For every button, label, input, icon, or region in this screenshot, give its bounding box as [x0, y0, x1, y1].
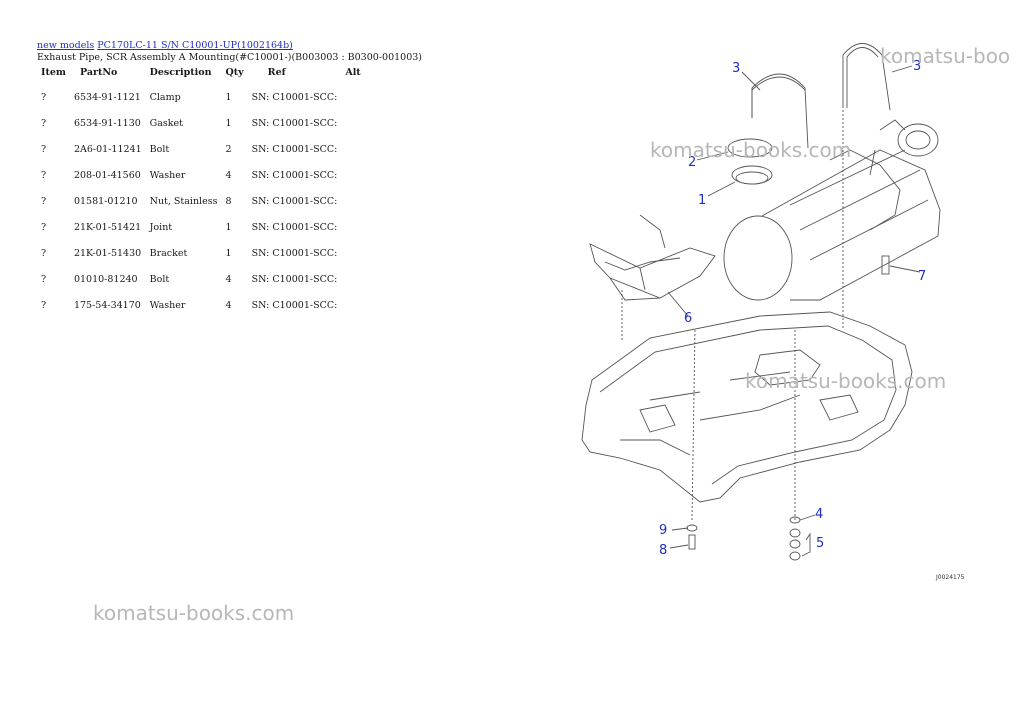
cell-item: ? — [41, 221, 47, 233]
cell-qty: 1 — [225, 247, 232, 259]
cell-partno: 6534-91-1121 — [73, 91, 141, 103]
cell-ref: SN: C10001-SCC: — [251, 143, 338, 155]
table-row: ? 175-54-34170 Washer 4 SN: C10001-SCC: — [37, 292, 365, 318]
cell-item: ? — [41, 117, 47, 129]
table-row: ? 208-01-41560 Washer 4 SN: C10001-SCC: — [37, 162, 365, 188]
table-row: ? 01581-01210 Nut, Stainless 8 SN: C10001-SC… — [37, 188, 365, 214]
column-header-alt: Alt — [345, 66, 361, 78]
cell-ref: SN: C10001-SCC: — [251, 299, 338, 311]
cell-partno: 6534-91-1130 — [73, 117, 141, 129]
cell-partno: 01010-81240 — [73, 273, 138, 285]
cell-item: ? — [41, 169, 47, 181]
cell-ref: SN: C10001-SCC: — [251, 195, 338, 207]
callout-label: 1 — [698, 193, 706, 208]
cell-qty: 1 — [225, 221, 232, 233]
cell-qty: 1 — [225, 117, 232, 129]
page-subtitle: Exhaust Pipe, SCR Assembly A Mounting(#C… — [37, 52, 423, 63]
cell-ref: SN: C10001-SCC: — [251, 247, 338, 259]
column-header-partno: PartNo — [79, 66, 118, 78]
cell-item: ? — [41, 91, 47, 103]
cell-description: Nut, Stainless — [149, 195, 218, 207]
cell-description: Bracket — [149, 247, 188, 259]
cell-qty: 4 — [225, 299, 232, 311]
cell-ref: SN: C10001-SCC: — [251, 91, 338, 103]
cell-qty: 2 — [225, 143, 232, 155]
column-header-item: Item — [41, 66, 66, 78]
breadcrumb-link-new-models[interactable]: new models — [37, 40, 95, 51]
cell-description: Joint — [149, 221, 173, 233]
column-header-description: Description — [149, 66, 212, 78]
table-row: ? 21K-01-51430 Bracket 1 SN: C10001-SCC: — [37, 240, 365, 266]
cell-description: Washer — [149, 169, 186, 181]
cell-qty: 8 — [225, 195, 232, 207]
table-row: ? 6534-91-1130 Gasket 1 SN: C10001-SCC: — [37, 110, 365, 136]
table-row: ? 6534-91-1121 Clamp 1 SN: C10001-SCC: — [37, 84, 365, 110]
cell-ref: SN: C10001-SCC: — [251, 221, 338, 233]
cell-qty: 4 — [225, 169, 232, 181]
cell-partno: 175-54-34170 — [73, 299, 141, 311]
cell-item: ? — [41, 195, 47, 207]
column-header-qty: Qty — [225, 66, 244, 78]
column-header-ref: Ref — [267, 66, 286, 78]
cell-partno: 2A6-01-11241 — [73, 143, 142, 155]
diagram-linework — [581, 43, 941, 561]
callout-label: 7 — [918, 269, 926, 284]
watermark: komatsu-books.com — [93, 601, 295, 625]
figure-code: J0024175 — [935, 574, 965, 581]
watermark: komatsu-books.com — [650, 138, 852, 162]
callout-label: 3 — [913, 59, 921, 74]
callout-label: 3 — [732, 61, 740, 76]
cell-ref: SN: C10001-SCC: — [251, 273, 338, 285]
parts-table: Item PartNo Description Qty Ref Alt ? 653… — [37, 66, 365, 318]
callout-label: 9 — [659, 523, 667, 538]
callout-label: 4 — [815, 507, 823, 522]
parts-table-header: Item PartNo Description Qty Ref Alt — [37, 66, 365, 84]
callout-label: 2 — [688, 155, 696, 170]
table-row: ? 01010-81240 Bolt 4 SN: C10001-SCC: — [37, 266, 365, 292]
cell-partno: 21K-01-51430 — [73, 247, 142, 259]
cell-description: Gasket — [149, 117, 183, 129]
cell-qty: 1 — [225, 91, 232, 103]
cell-ref: SN: C10001-SCC: — [251, 169, 338, 181]
callout-label: 6 — [684, 311, 692, 326]
cell-ref: SN: C10001-SCC: — [251, 117, 338, 129]
callout-label: 5 — [816, 536, 824, 551]
callout-label: 8 — [659, 543, 667, 558]
cell-qty: 4 — [225, 273, 232, 285]
cell-item: ? — [41, 299, 47, 311]
cell-partno: 01581-01210 — [73, 195, 138, 207]
cell-item: ? — [41, 247, 47, 259]
table-row: ? 21K-01-51421 Joint 1 SN: C10001-SCC: — [37, 214, 365, 240]
cell-partno: 208-01-41560 — [73, 169, 141, 181]
cell-description: Bolt — [149, 273, 170, 285]
watermark: komatsu-books.com — [745, 369, 947, 393]
cell-partno: 21K-01-51421 — [73, 221, 142, 233]
cell-description: Washer — [149, 299, 186, 311]
cell-description: Clamp — [149, 91, 181, 103]
cell-description: Bolt — [149, 143, 170, 155]
watermark: komatsu-boo — [880, 44, 1011, 68]
callout-labels: 3 3 2 1 7 6 9 8 4 5 J0024175 — [659, 59, 965, 581]
table-row: ? 2A6-01-11241 Bolt 2 SN: C10001-SCC: — [37, 136, 365, 162]
cell-item: ? — [41, 143, 47, 155]
breadcrumb-link-model[interactable]: PC170LC-11 S/N C10001-UP(1002164b) — [97, 40, 293, 51]
cell-item: ? — [41, 273, 47, 285]
